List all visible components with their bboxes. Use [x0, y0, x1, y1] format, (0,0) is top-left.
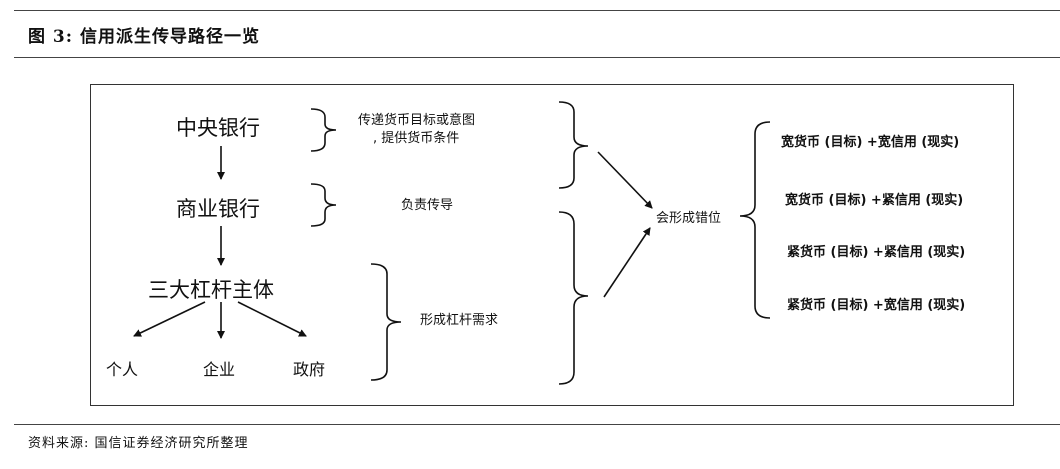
- brace-commercial-bank: [310, 183, 337, 227]
- outcome-item: 宽货币 (目标) +宽信用 (现实): [781, 135, 960, 150]
- note-central-bank-line2: , 提供货币条件: [373, 131, 460, 146]
- brace-upper-group: [558, 101, 589, 189]
- brace-lower-group: [558, 211, 589, 385]
- node-individual: 个人: [106, 360, 139, 379]
- note-central-bank-line1: 传递货币目标或意图: [358, 113, 476, 128]
- outcome-item: 紧货币 (目标) +紧信用 (现实): [787, 245, 966, 260]
- node-government: 政府: [293, 360, 326, 379]
- source-note: 资料来源: 国信证券经济研究所整理: [28, 436, 249, 451]
- diagram-frame: [90, 84, 1014, 406]
- arrow-to-government: [237, 301, 307, 337]
- arrow-upper-to-mismatch: [597, 151, 653, 209]
- brace-central-bank: [310, 108, 337, 152]
- note-commercial-bank: 负责传导: [401, 198, 454, 213]
- note-mismatch: 会形成错位: [656, 211, 722, 226]
- note-three-sectors: 形成杠杆需求: [420, 313, 499, 328]
- arrow-to-individual: [133, 301, 206, 337]
- node-central-bank: 中央银行: [176, 116, 260, 140]
- top-rule: [14, 10, 1060, 11]
- brace-outcomes: [739, 121, 771, 319]
- bottom-rule: [14, 424, 1060, 425]
- title-rule: [14, 57, 1060, 58]
- node-three-sectors: 三大杠杆主体: [148, 278, 274, 302]
- node-enterprise: 企业: [203, 360, 236, 379]
- arrow-lower-to-mismatch: [603, 227, 651, 298]
- outcome-item: 紧货币 (目标) +宽信用 (现实): [787, 298, 966, 313]
- outcome-item: 宽货币 (目标) +紧信用 (现实): [785, 193, 964, 208]
- figure-title: 图 3: 信用派生传导路径一览: [28, 27, 260, 47]
- node-commercial-bank: 商业银行: [176, 197, 260, 221]
- brace-three-sectors: [370, 263, 402, 381]
